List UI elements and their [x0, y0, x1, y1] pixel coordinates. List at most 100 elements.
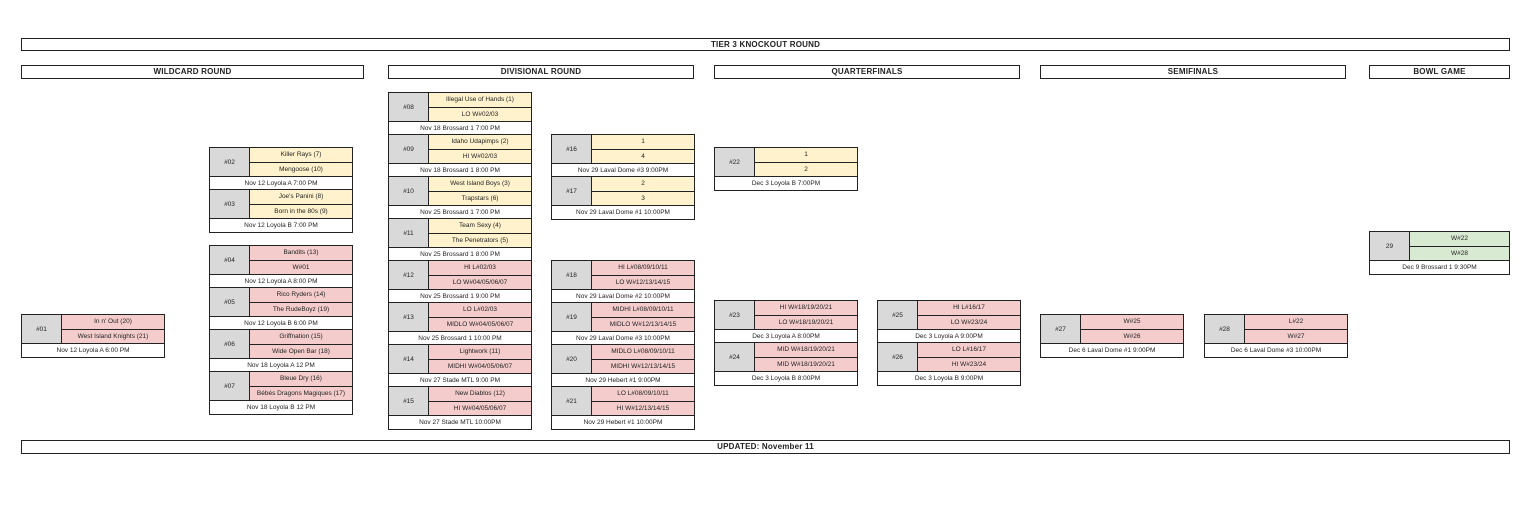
team-one: Lightwork (11)	[429, 345, 531, 360]
game-schedule: Dec 3 Loyola B 7:00PM	[715, 176, 857, 190]
team-one: Joe's Panini (8)	[250, 190, 352, 205]
game-number: #20	[552, 345, 592, 373]
game-schedule: Nov 18 Loyola B 12 PM	[210, 400, 352, 414]
game-schedule: Nov 29 Laval Dome #1 10:00PM	[552, 205, 694, 219]
game-number: #17	[552, 177, 592, 205]
game-number: #19	[552, 303, 592, 331]
team-two: West Island Knights (21)	[62, 329, 164, 343]
game-schedule: Dec 3 Loyola A 9:00PM	[878, 329, 1020, 343]
team-one: MIDHI L#08/09/10/11	[592, 303, 694, 318]
team-two: HI W#02/03	[429, 149, 531, 163]
round-header-bowl-game: BOWL GAME	[1369, 65, 1510, 79]
game-number: #09	[389, 135, 429, 163]
game-number: #01	[22, 315, 62, 343]
game-schedule: Nov 18 Loyola A 12 PM	[210, 358, 352, 372]
team-one: Griffnation (15)	[250, 330, 352, 345]
team-two: W#01	[250, 260, 352, 274]
game-schedule: Dec 3 Loyola A 8:00PM	[715, 329, 857, 343]
game-schedule: Nov 29 Laval Dome #3 9:00PM	[552, 163, 694, 177]
team-one: HI L#08/09/10/11	[592, 261, 694, 276]
game-schedule: Dec 6 Laval Dome #3 10:00PM	[1205, 343, 1347, 357]
game-number: #18	[552, 261, 592, 289]
team-one: MID W#18/19/20/21	[755, 343, 857, 358]
game-number: #26	[878, 343, 918, 371]
round-header-wildcard: WILDCARD ROUND	[21, 65, 364, 79]
game-schedule: Dec 9 Brossard 1 9:30PM	[1370, 260, 1509, 274]
team-one: 1	[755, 148, 857, 163]
game-schedule: Nov 12 Loyola B 6:00 PM	[210, 316, 352, 330]
team-one: Illegal Use of Hands (1)	[429, 93, 531, 108]
round-header-divisional: DIVISIONAL ROUND	[388, 65, 694, 79]
team-two: LO W#04/05/06/07	[429, 275, 531, 289]
team-two: MIDLO W#12/13/14/15	[592, 317, 694, 331]
game-number: #24	[715, 343, 755, 371]
team-two: Wide Open Bar (18)	[250, 344, 352, 358]
game-number: #13	[389, 303, 429, 331]
team-two: 4	[592, 149, 694, 163]
team-two: The RudeBoyz (19)	[250, 302, 352, 316]
game-number: #11	[389, 219, 429, 247]
team-two: LO W#23/24	[918, 315, 1020, 329]
game-schedule: Nov 25 Brossard 1 10:00 PM	[389, 331, 531, 345]
team-two: MIDHI W#04/05/06/07	[429, 359, 531, 373]
game-schedule: Nov 29 Hebert #1 10:00PM	[552, 415, 694, 429]
game-schedule: Nov 18 Brossard 1 7:00 PM	[389, 121, 531, 135]
team-one: L#22	[1245, 315, 1347, 330]
game-number: #22	[715, 148, 755, 176]
updated-footer: UPDATED: November 11	[21, 440, 1510, 454]
game-number: 29	[1370, 232, 1410, 260]
team-one: LO L#02/03	[429, 303, 531, 318]
team-one: 2	[592, 177, 694, 192]
team-two: HI W#04/05/06/07	[429, 401, 531, 415]
game-number: #10	[389, 177, 429, 205]
team-one: HI W#18/19/20/21	[755, 301, 857, 316]
game-schedule: Nov 29 Laval Dome #2 10:00PM	[552, 289, 694, 303]
game-schedule: Nov 12 Loyola A 8:00 PM	[210, 274, 352, 288]
game-schedule: Nov 27 Stade MTL 9:00 PM	[389, 373, 531, 387]
game-schedule: Nov 29 Laval Dome #3 10:00PM	[552, 331, 694, 345]
team-one: MIDLO L#08/09/10/11	[592, 345, 694, 360]
round-header-semifinals: SEMIFINALS	[1040, 65, 1346, 79]
team-two: Trapstars (6)	[429, 191, 531, 205]
team-one: Team Sexy (4)	[429, 219, 531, 234]
team-one: LO L#08/09/10/11	[592, 387, 694, 402]
game-number: #16	[552, 135, 592, 163]
game-number: #07	[210, 372, 250, 400]
team-one: LO L#16/17	[918, 343, 1020, 358]
game-schedule: Nov 29 Hebert #1 9:00PM	[552, 373, 694, 387]
game-schedule: Nov 12 Loyola B 7:00 PM	[210, 218, 352, 232]
team-one: W#25	[1081, 315, 1183, 330]
team-one: HI L#16/17	[918, 301, 1020, 316]
team-two: W#27	[1245, 329, 1347, 343]
team-one: 1	[592, 135, 694, 150]
team-one: W#22	[1410, 232, 1509, 247]
team-two: Mengoose (10)	[250, 162, 352, 176]
team-one: HI L#02/03	[429, 261, 531, 276]
game-number: #25	[878, 301, 918, 329]
game-schedule: Dec 6 Laval Dome #1 9:00PM	[1041, 343, 1183, 357]
round-header-quarterfinals: QUARTERFINALS	[714, 65, 1020, 79]
team-one: West Island Boys (3)	[429, 177, 531, 192]
team-two: LO W#18/19/20/21	[755, 315, 857, 329]
team-two: W#26	[1081, 329, 1183, 343]
team-two: The Penetrators (5)	[429, 233, 531, 247]
game-schedule: Nov 18 Brossard 1 8:00 PM	[389, 163, 531, 177]
game-number: #28	[1205, 315, 1245, 343]
